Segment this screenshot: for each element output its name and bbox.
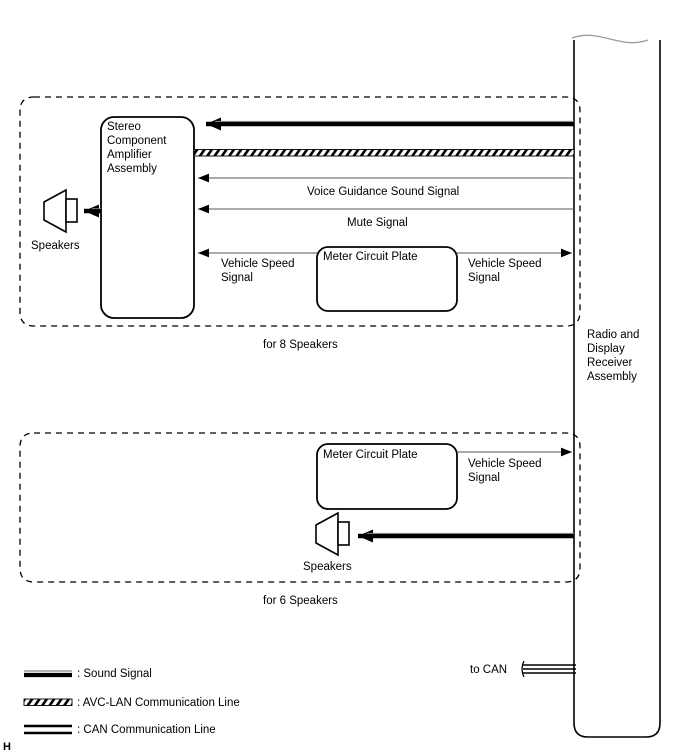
signal-line-sound-signal bbox=[206, 117, 574, 131]
signal-label-mute: Mute Signal bbox=[347, 217, 408, 229]
signal-line-sound-to-speakers-upper bbox=[84, 204, 101, 218]
signal-line-sound-signal-lower bbox=[358, 529, 574, 543]
block-label-meter-circuit-plate-lower: Meter Circuit Plate bbox=[323, 449, 418, 461]
signal-line-avc-lan bbox=[193, 149, 575, 157]
section-caption-for-6-speakers: for 6 Speakers bbox=[263, 595, 338, 607]
signal-label-voice-guidance: Voice Guidance Sound Signal bbox=[307, 186, 460, 198]
legend-label-sound-signal: : Sound Signal bbox=[77, 668, 152, 680]
radio-display-receiver-assembly bbox=[571, 34, 661, 738]
legend-label-avc-lan: : AVC-LAN Communication Line bbox=[77, 697, 240, 709]
legend-swatch-can bbox=[24, 724, 72, 735]
legend-label-can: : CAN Communication Line bbox=[77, 724, 216, 736]
block-meter-circuit-plate-lower bbox=[316, 443, 458, 510]
section-caption-for-8-speakers: for 8 Speakers bbox=[263, 339, 338, 351]
signal-line-to-can bbox=[521, 660, 576, 678]
block-meter-circuit-plate-upper bbox=[316, 246, 458, 312]
page-marker: H bbox=[3, 741, 11, 753]
speakers-label-lower: Speakers bbox=[303, 561, 352, 573]
speakers-label-upper: Speakers bbox=[31, 240, 80, 252]
speaker-icon-upper bbox=[43, 188, 78, 234]
speaker-icon-lower bbox=[315, 511, 350, 557]
block-stereo-component-amplifier-assembly bbox=[100, 116, 195, 319]
block-label-meter-circuit-plate-upper: Meter Circuit Plate bbox=[323, 251, 418, 263]
section-for-6-speakers-boundary bbox=[19, 432, 581, 583]
to-can-label: to CAN bbox=[470, 664, 508, 676]
legend-swatch-avc-lan bbox=[23, 698, 73, 706]
legend-swatch-sound-signal bbox=[24, 670, 72, 678]
